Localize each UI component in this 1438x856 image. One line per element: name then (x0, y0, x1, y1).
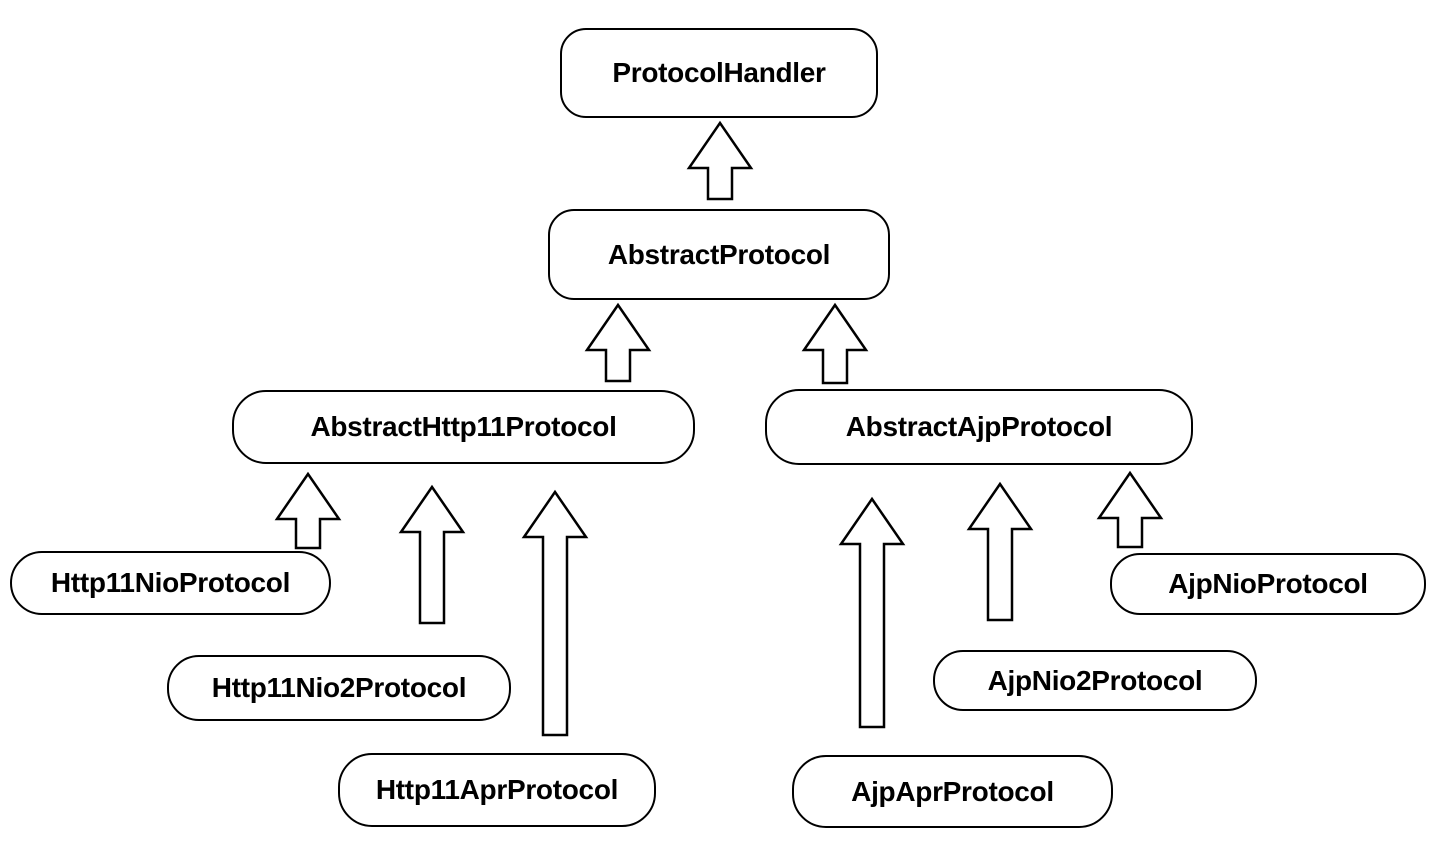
inheritance-arrow-ajpapr-to-abstractajp (838, 496, 906, 729)
node-label: Http11NioProtocol (50, 567, 291, 598)
inheritance-arrow-http11nio-to-abstracthttp11 (274, 471, 342, 550)
inheritance-arrow-http11apr-to-abstracthttp11 (521, 489, 589, 737)
node-label: Http11Nio2Protocol (211, 672, 467, 703)
node-label: AjpNio2Protocol (987, 664, 1203, 696)
node-http11nio2protocol: Http11Nio2Protocol (167, 655, 511, 721)
inheritance-arrow-abstractajp-to-abstractprotocol (801, 302, 869, 385)
node-protocolhandler: ProtocolHandler (560, 28, 878, 118)
inheritance-arrow-ajpnio2-to-abstractajp (966, 481, 1034, 622)
node-label: AjpNioProtocol (1168, 568, 1368, 599)
node-http11nioprotocol: Http11NioProtocol (10, 551, 331, 615)
node-label: ProtocolHandler (612, 57, 826, 88)
node-label: AjpAprProtocol (851, 775, 1054, 807)
node-abstractprotocol: AbstractProtocol (548, 209, 890, 300)
node-ajpnio2protocol: AjpNio2Protocol (933, 650, 1257, 711)
node-label: AbstractHttp11Protocol (310, 411, 617, 442)
node-abstractajpprotocol: AbstractAjpProtocol (765, 389, 1193, 465)
node-label: Http11AprProtocol (375, 774, 619, 805)
inheritance-arrow-abstractprotocol-to-protocolhandler (686, 120, 754, 201)
inheritance-arrow-http11nio2-to-abstracthttp11 (398, 484, 466, 625)
node-ajpaprprotocol: AjpAprProtocol (792, 755, 1113, 828)
node-http11aprprotocol: Http11AprProtocol (338, 753, 656, 827)
node-ajpnioprotocol: AjpNioProtocol (1110, 553, 1426, 615)
inheritance-arrow-abstracthttp11-to-abstractprotocol (584, 302, 652, 383)
inheritance-arrow-ajpnio-to-abstractajp (1096, 470, 1164, 549)
node-label: AbstractProtocol (607, 238, 831, 270)
node-abstracthttp11protocol: AbstractHttp11Protocol (232, 390, 695, 464)
node-label: AbstractAjpProtocol (845, 411, 1113, 442)
